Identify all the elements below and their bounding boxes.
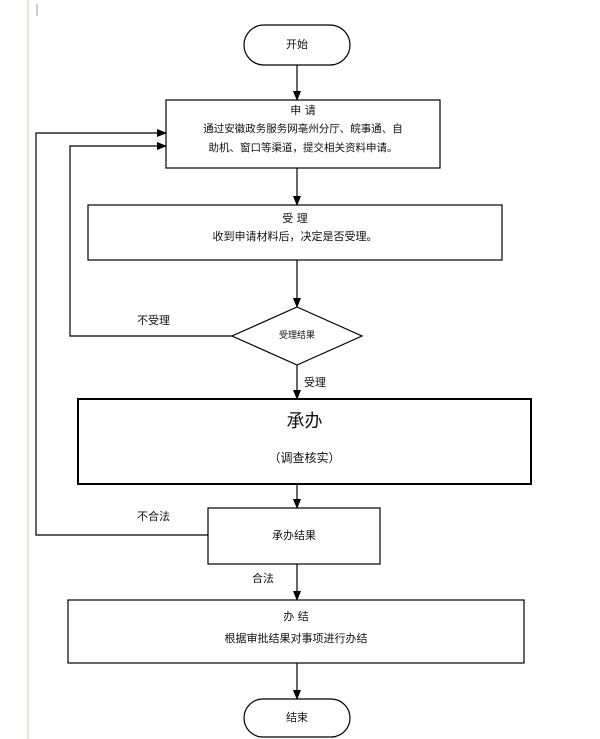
decision-label: 受理结果 [278, 331, 315, 341]
finish-box [67, 599, 525, 664]
handle-result-label: 承办结果 [272, 529, 316, 542]
start-label: 开始 [286, 38, 308, 51]
finish-desc: 根据审批结果对事项进行办结 [224, 632, 368, 645]
handle-desc: （调查核实） [268, 451, 341, 465]
apply-box [165, 99, 441, 169]
apply-desc-line2: 助机、窗口等渠道，提交相关资料申请。 [208, 142, 398, 154]
end-label: 结束 [286, 711, 308, 724]
apply-title: 申 请 [290, 104, 316, 117]
edge-label-accepted: 受理 [304, 376, 326, 389]
accept-title: 受 理 [282, 212, 308, 225]
handle-title: 承办 [286, 411, 323, 432]
handle-box [77, 398, 532, 485]
handle-result-box [207, 507, 381, 565]
accept-desc: 收到申请材料后，决定是否受理。 [212, 230, 378, 243]
finish-title: 办 结 [283, 610, 309, 623]
arrow-not-accepted-loop [69, 142, 232, 337]
edge-label-not-legal: 不合法 [137, 510, 170, 523]
arrow-not-legal-loop [35, 129, 208, 536]
edge-label-legal: 合法 [252, 572, 274, 585]
accept-box [87, 204, 503, 261]
end-terminal [243, 698, 351, 738]
edge-label-not-accepted: 不受理 [137, 314, 170, 327]
apply-desc-line1: 通过安徽政务服务网亳州分厅、皖事通、自 [203, 123, 403, 135]
